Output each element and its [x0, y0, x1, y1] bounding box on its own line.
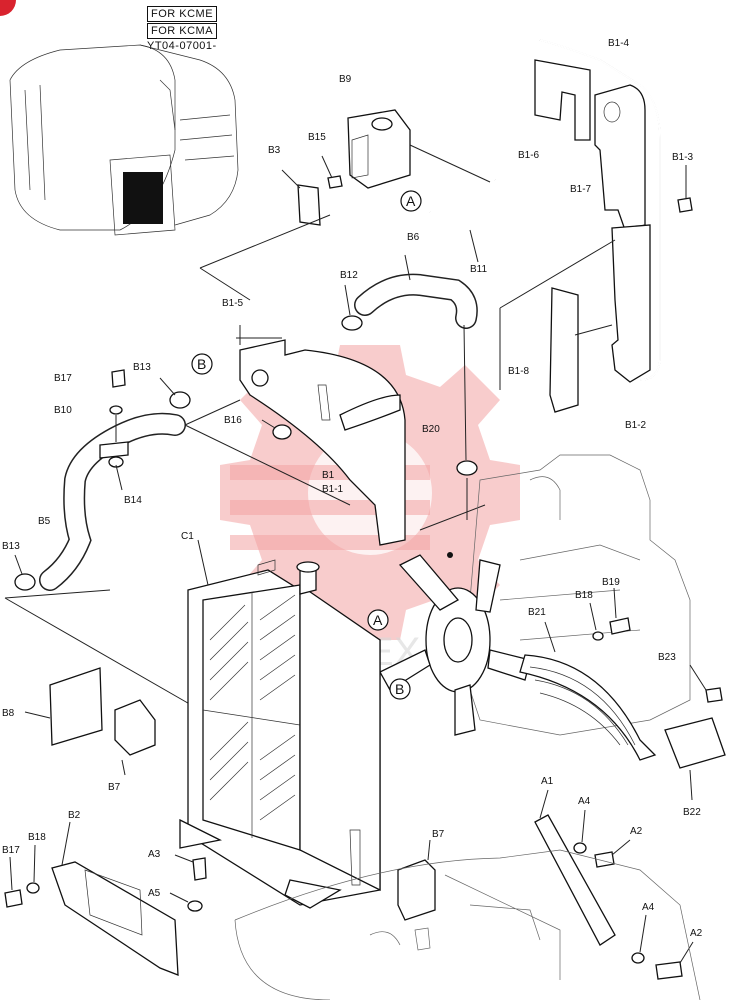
washer-b18-right — [589, 602, 604, 641]
sponge-b7-left — [114, 699, 156, 776]
washer-a4-lower — [631, 914, 647, 964]
washer-a4-upper — [573, 809, 587, 854]
callout-circle-a-fan: A — [367, 609, 389, 631]
bolt-a2-lower — [655, 941, 694, 980]
bolt-b17-upper — [111, 369, 126, 388]
label-b21: B21 — [528, 607, 546, 618]
callout-circle-b-fan: B — [389, 678, 411, 700]
svg-text:B: B — [395, 681, 404, 697]
bolt-b23 — [689, 664, 723, 703]
label-a1: A1 — [541, 776, 554, 787]
label-a4-lower: A4 — [642, 902, 655, 913]
label-b20: B20 — [422, 424, 440, 435]
guard-b21 — [519, 621, 657, 761]
variant-label-kcma: FOR KCMA — [147, 23, 218, 39]
callout-circle-b-top: B — [191, 353, 213, 375]
bracket-b3 — [281, 169, 321, 226]
label-b3: B3 — [268, 145, 281, 156]
reserve-tank-b9 — [347, 109, 491, 189]
label-b13-upper: B13 — [133, 362, 151, 373]
label-b16: B16 — [224, 415, 242, 426]
label-b1-1: B1-1 — [322, 484, 344, 495]
hose-clamp-b12 — [341, 284, 363, 331]
radiator-c1 — [179, 539, 381, 909]
shroud-plate-b1-7 — [594, 84, 646, 231]
frame-base-outline — [234, 849, 701, 1000]
label-b10: B10 — [54, 405, 72, 416]
bolt-b15 — [321, 155, 343, 189]
label-a2-upper: A2 — [630, 826, 643, 837]
label-b6: B6 — [407, 232, 420, 243]
svg-text:B: B — [197, 356, 206, 372]
page-corner-marker — [0, 0, 16, 16]
callout-circle-a-top: A — [400, 190, 422, 212]
shroud-side-b1-2 — [611, 224, 651, 383]
label-b1-2: B1-2 — [625, 420, 647, 431]
bolt-b17-lower — [4, 856, 23, 908]
label-b15: B15 — [308, 132, 326, 143]
radiator-core-hatch — [209, 594, 296, 821]
upper-hose-b6 — [354, 254, 478, 329]
label-b19: B19 — [602, 577, 620, 588]
label-b1-5: B1-5 — [222, 298, 244, 309]
bolt-b19 — [609, 587, 631, 635]
bracket-b2 — [51, 821, 179, 976]
label-a5: A5 — [148, 888, 161, 899]
hose-clamp-b13-lower — [14, 554, 36, 591]
label-a3: A3 — [148, 849, 161, 860]
washer-b18-left — [26, 844, 40, 894]
label-b22: B22 — [683, 807, 701, 818]
serial-range: YT04-07001- — [147, 40, 217, 52]
clamp-b14 — [99, 415, 129, 491]
grommet-b16 — [261, 419, 292, 440]
label-b23: B23 — [658, 652, 676, 663]
label-b1-6: B1-6 — [518, 150, 540, 161]
label-b18-right: B18 — [575, 590, 593, 601]
label-b17-lower: B17 — [2, 845, 20, 856]
fan-shroud-b1 — [236, 325, 406, 546]
svg-text:A: A — [373, 612, 383, 628]
variant-label-kcme: FOR KCME — [147, 6, 218, 22]
shroud-cover-b1-6 — [534, 59, 591, 141]
label-b9: B9 — [339, 74, 352, 85]
label-b13-lower: B13 — [2, 541, 20, 552]
plate-b22 — [664, 717, 726, 801]
label-b1-4: B1-4 — [608, 38, 630, 49]
label-b1-7: B1-7 — [570, 184, 592, 195]
hose-clamp-b20 — [456, 324, 478, 520]
label-c1: C1 — [181, 531, 194, 542]
label-b1-8: B1-8 — [508, 366, 530, 377]
bolt-a3 — [174, 854, 207, 881]
svg-text:A: A — [406, 193, 416, 209]
label-b14: B14 — [124, 495, 142, 506]
lower-hose-b5 — [39, 412, 186, 591]
hose-clamp-b13-upper — [159, 377, 191, 409]
label-b2: B2 — [68, 810, 81, 821]
bolt-b1-3 — [677, 165, 693, 213]
label-b12: B12 — [340, 270, 358, 281]
bolt-a2-upper — [594, 839, 631, 868]
label-a2-lower: A2 — [690, 928, 703, 939]
label-a4-upper: A4 — [578, 796, 591, 807]
overflow-hose-b11 — [429, 178, 515, 263]
radiator-location-highlight — [123, 172, 163, 224]
label-b8: B8 — [2, 708, 15, 719]
sponge-b7-bottom — [397, 839, 436, 921]
label-b7-bottom: B7 — [432, 829, 445, 840]
washer-b10 — [109, 405, 123, 415]
stay-a1 — [534, 789, 616, 946]
label-b11: B11 — [470, 264, 487, 275]
washer-a5 — [169, 892, 203, 912]
label-b1: B1 — [322, 470, 335, 481]
label-b17-upper: B17 — [54, 373, 72, 384]
label-b18-left: B18 — [28, 832, 46, 843]
sponge-b8 — [24, 667, 103, 746]
seal-b1-8 — [549, 287, 579, 413]
label-b5: B5 — [38, 516, 51, 527]
label-b7-left: B7 — [108, 782, 121, 793]
machine-overview-sketch — [9, 44, 239, 236]
label-b1-3: B1-3 — [672, 152, 694, 163]
